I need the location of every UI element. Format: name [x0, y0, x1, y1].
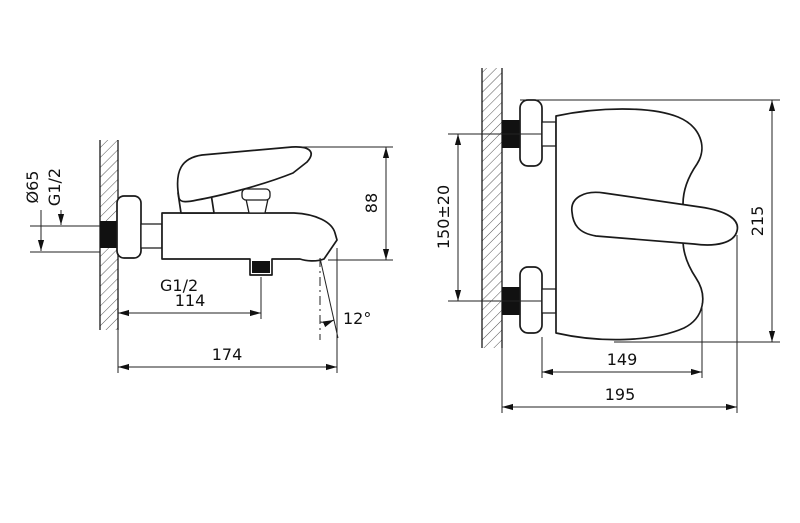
front-connector-bottom — [541, 288, 557, 314]
angle-arc — [319, 319, 335, 328]
dim-escutcheon-diameter: Ø65 — [23, 171, 42, 204]
front-view — [481, 68, 739, 348]
front-escutcheon-top — [519, 99, 543, 167]
dim-depth-114: 114 — [175, 291, 206, 310]
dim-height-88: 88 — [362, 193, 381, 213]
dim-width-195: 195 — [605, 385, 636, 404]
dim-height-215: 215 — [748, 206, 767, 237]
front-wall-hatch — [482, 68, 502, 348]
side-escutcheon — [116, 195, 142, 259]
dim-depth-174: 174 — [212, 345, 243, 364]
side-eccentric-connector — [100, 221, 118, 248]
front-view-dimensions: 150±20 215 149 195 — [434, 99, 780, 413]
side-body-spout — [161, 212, 338, 276]
side-lever-handle — [176, 146, 312, 203]
front-connector-top — [541, 121, 557, 147]
side-diverter-stem — [245, 198, 269, 214]
side-view-dimensions: Ø65 G1/2 88 G1/2 114 174 12° — [23, 146, 393, 373]
dim-mount-spacing-150: 150±20 — [434, 185, 453, 249]
dim-outlet-thread: G1/2 — [160, 276, 198, 295]
angle-flank-line — [319, 257, 339, 339]
side-view — [99, 140, 338, 330]
dim-wall-thread: G1/2 — [45, 168, 64, 206]
dim-width-149: 149 — [607, 350, 638, 369]
dim-angle-12: 12° — [343, 309, 371, 328]
front-wall-section — [481, 68, 503, 348]
side-connector-pipe — [140, 223, 163, 249]
front-escutcheon-bottom — [519, 266, 543, 334]
front-lever-handle — [571, 191, 739, 246]
side-diverter-cap — [241, 188, 271, 201]
side-shower-outlet — [252, 261, 270, 273]
